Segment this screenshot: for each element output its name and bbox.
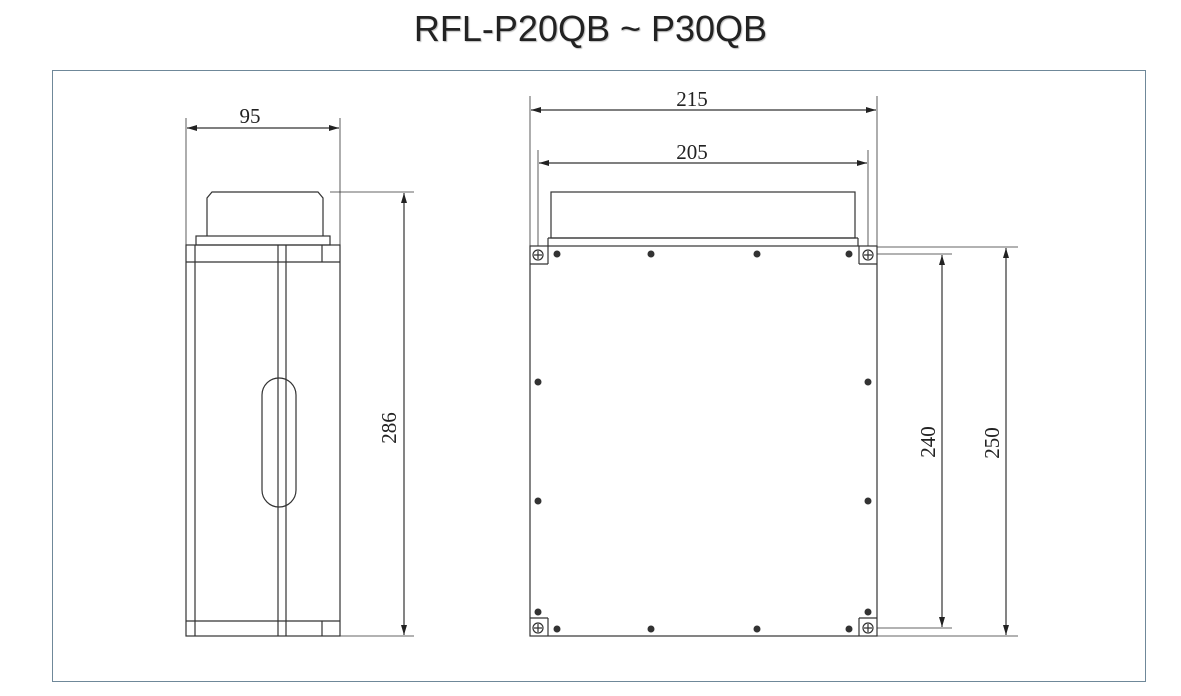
side-handle-slot: [261, 377, 297, 508]
dim-label-250: 250: [980, 427, 1004, 459]
dim-label-205: 205: [676, 140, 708, 164]
dim-label-240: 240: [916, 426, 940, 458]
corner-screw: [532, 622, 544, 634]
corner-screw: [862, 622, 874, 634]
side-cap-flange: [195, 235, 331, 246]
front-view: [529, 96, 1018, 637]
dim-label-95: 95: [240, 104, 261, 128]
corner-screw: [862, 249, 874, 261]
drawing-frame: [52, 70, 1146, 682]
page-title: RFL-P20QB ~ P30QB: [413, 8, 768, 49]
corner-screw: [532, 249, 544, 261]
front-plate: [529, 245, 878, 637]
side-view: [185, 118, 414, 637]
dim-label-215: 215: [676, 87, 708, 111]
side-top-cap: [206, 191, 324, 236]
dim-label-286: 286: [377, 412, 401, 444]
side-body: [185, 244, 341, 637]
front-lid: [550, 191, 856, 239]
panel-bolts: [534, 250, 872, 633]
